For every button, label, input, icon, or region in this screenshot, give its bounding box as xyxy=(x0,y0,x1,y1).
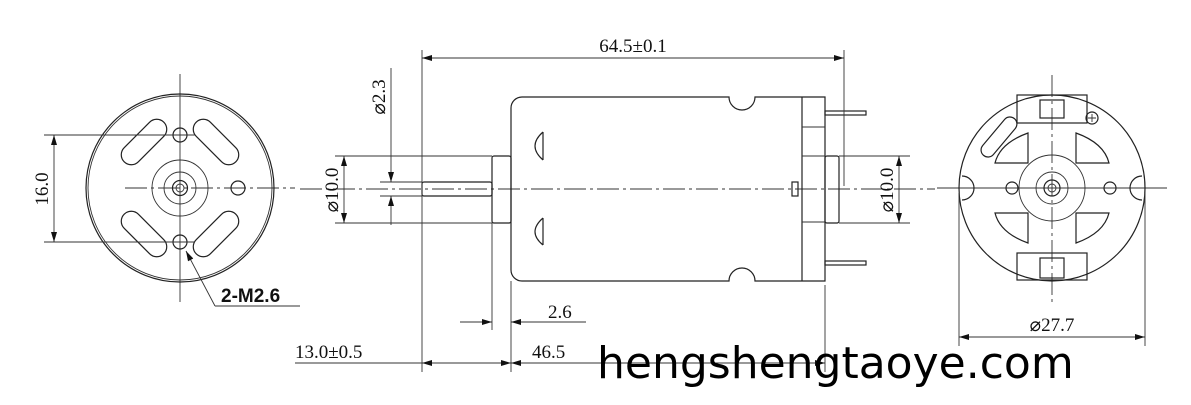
motor-outline-inner xyxy=(87,95,273,281)
watermark: hengshengtaoye.com xyxy=(597,338,1074,389)
brush-holder-bottom xyxy=(1016,252,1088,281)
boss-thickness-label: 2.6 xyxy=(548,302,572,323)
rear-view: ⌀27.7 xyxy=(937,75,1167,346)
notch-right xyxy=(1129,175,1143,201)
slot xyxy=(980,116,1018,158)
brush-holder-top xyxy=(1016,94,1088,124)
front-view: 16.0 2-M2.6 xyxy=(32,74,300,307)
bearing-inner xyxy=(163,171,197,205)
brush-tab xyxy=(791,181,799,197)
side-view: 64.5±0.1 ⌀2.3 ⌀10.0 ⌀10.0 2.6 13.0±0.5 4… xyxy=(295,36,935,372)
rear-boss-diameter-label: ⌀10.0 xyxy=(877,168,898,213)
thread-leader xyxy=(185,250,216,307)
mount-thread-label: 2-M2.6 xyxy=(221,286,280,307)
brush-top xyxy=(1039,99,1065,119)
overall-length-label: 64.5±0.1 xyxy=(599,36,666,57)
body-diameter-label: ⌀27.7 xyxy=(1030,315,1075,336)
motor-body xyxy=(510,96,826,282)
vent-triangle-bottom xyxy=(534,217,544,246)
vent-openings xyxy=(994,132,1110,244)
front-boss xyxy=(491,155,512,224)
vent-triangle-top xyxy=(534,131,544,161)
rear-boss xyxy=(824,155,840,224)
mount-spacing-label: 16.0 xyxy=(32,172,53,205)
motor-outline xyxy=(85,93,275,283)
shaft-circle xyxy=(171,179,189,197)
terminal-top xyxy=(824,110,867,116)
shaft-center xyxy=(175,183,185,193)
brush-bottom xyxy=(1039,257,1065,279)
hole-right xyxy=(1103,181,1117,195)
terminal-bottom xyxy=(824,260,867,266)
front-boss-diameter-label: ⌀10.0 xyxy=(322,168,343,213)
hole-left xyxy=(1005,181,1019,195)
notch-left xyxy=(961,175,975,201)
body-length-label: 46.5 xyxy=(532,342,565,363)
screw-icon xyxy=(1085,111,1099,125)
vent-hole xyxy=(230,180,246,196)
bearing-ring xyxy=(1018,154,1086,222)
shaft-length-label: 13.0±0.5 xyxy=(295,342,362,363)
shaft-diameter-label: ⌀2.3 xyxy=(369,79,390,114)
bearing-ring xyxy=(151,159,209,217)
